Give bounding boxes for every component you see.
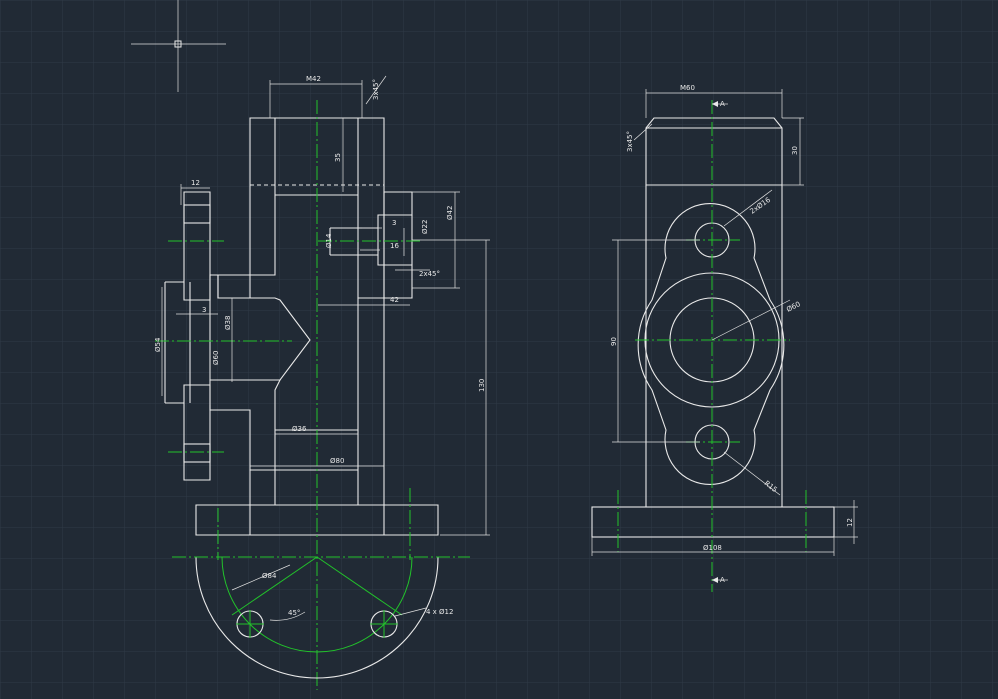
dim-w42: 42 (390, 296, 399, 304)
dim-d54: Ø54 (154, 337, 162, 352)
dim-chamfer-top: 3x45° (372, 79, 380, 100)
section-label-bottom: A (720, 576, 725, 584)
dim-boss-3: 3 (392, 219, 396, 227)
dim-m42: M42 (306, 75, 321, 83)
dim-d38: Ø38 (224, 316, 232, 330)
bottom-view: Ø84 45° 4 x Ø12 (172, 556, 470, 679)
dim-d14: Ø14 (325, 233, 333, 248)
dim-h12: 12 (846, 518, 854, 527)
dim-d108: Ø108 (703, 544, 722, 552)
dim-depth-35: 35 (334, 153, 342, 162)
dim-h90: 90 (610, 337, 618, 346)
dim-d22: Ø22 (421, 220, 429, 234)
front-dimension-lines (161, 75, 490, 536)
section-label-top: A (720, 100, 725, 108)
crosshair-cursor-icon (131, 0, 226, 92)
front-centerlines (155, 100, 420, 690)
dim-d84: Ø84 (262, 572, 277, 580)
dim-4x-d12: 4 x Ø12 (426, 608, 453, 616)
dim-w16: 16 (390, 242, 399, 250)
dim-d80: Ø80 (330, 457, 344, 465)
dim-m60: M60 (680, 84, 695, 92)
dim-d36: Ø36 (292, 425, 307, 433)
dim-angle-45: 45° (288, 609, 300, 617)
dim-chamfer-boss: 2x45° (419, 270, 440, 278)
dim-d60: Ø60 (212, 351, 220, 365)
dim-depth-30: 30 (791, 146, 799, 155)
dim-width-12: 12 (191, 179, 200, 187)
dim-flange-3: 3 (202, 306, 206, 314)
dim-h130: 130 (478, 379, 486, 392)
front-section-view: M42 3x45° 35 12 Ø14 3 16 Ø22 Ø42 2x45° 4… (154, 75, 490, 690)
dim-d42: Ø42 (446, 206, 454, 220)
dim-chamfer-side: 3x45° (626, 131, 634, 152)
